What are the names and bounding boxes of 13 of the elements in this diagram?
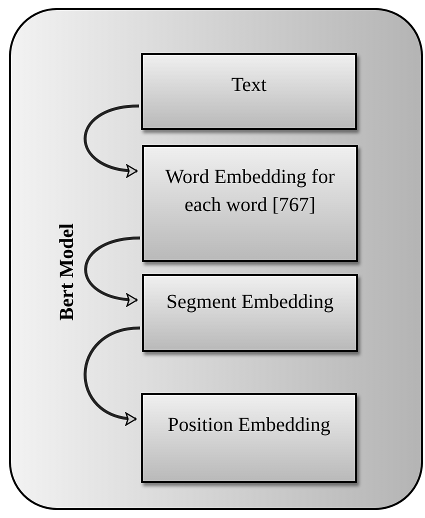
process-box: [141, 393, 357, 483]
container-heading: Bert Model: [55, 223, 79, 321]
box-label: Position Embedding: [168, 413, 330, 438]
box-label: Segment Embedding: [166, 290, 334, 315]
box-label: Text: [231, 73, 267, 98]
curved-arrow: [84, 104, 140, 177]
curved-arrow: [84, 236, 140, 306]
curved-arrow: [84, 326, 140, 424]
rounded-container: [9, 8, 423, 510]
box-label: Word Embedding for each word [767]: [164, 165, 336, 218]
process-box: [142, 274, 358, 352]
process-box: [141, 53, 357, 130]
process-box: [142, 145, 358, 262]
